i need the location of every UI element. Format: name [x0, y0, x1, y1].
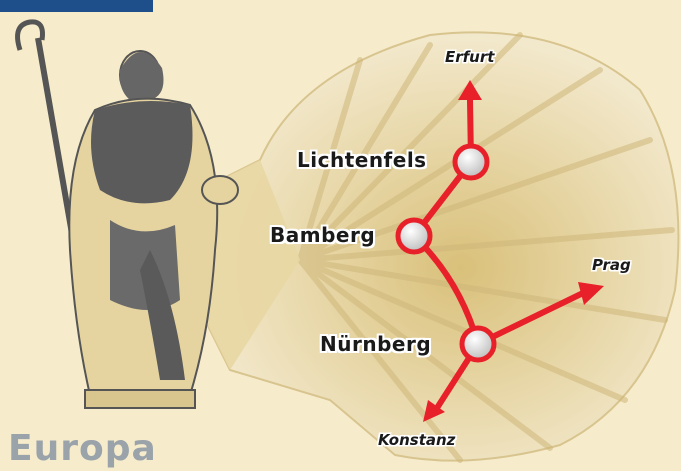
label-bamberg: Bamberg [270, 225, 375, 245]
label-konstanz: Konstanz [378, 433, 455, 448]
scallop-shell-icon [195, 32, 678, 460]
node-lichtenfels [455, 146, 487, 178]
label-lichtenfels: Lichtenfels [297, 150, 427, 170]
label-nuernberg: Nürnberg [320, 334, 431, 354]
region-label: Europa [8, 428, 157, 469]
node-nuernberg [462, 328, 494, 360]
pilgrim-statue-icon [18, 22, 238, 408]
label-erfurt: Erfurt [445, 50, 494, 65]
label-prag: Prag [592, 258, 631, 273]
node-bamberg [398, 220, 430, 252]
